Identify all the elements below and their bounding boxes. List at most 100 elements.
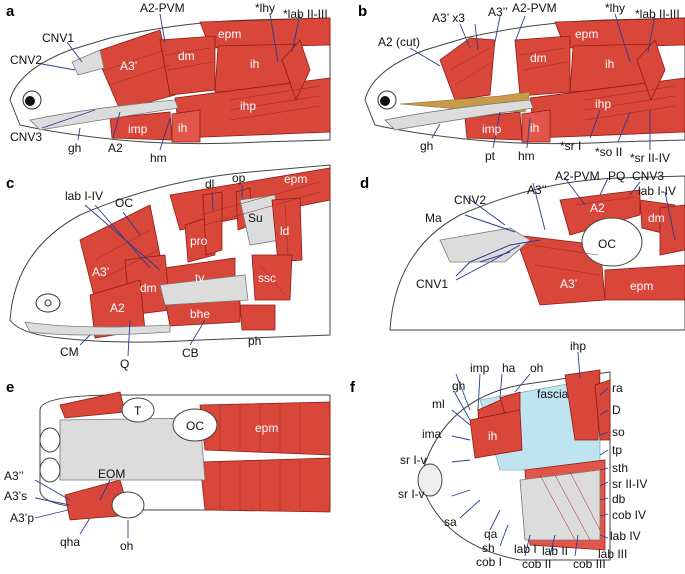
panel-f-sh-label: sh — [482, 541, 495, 555]
panel-b-a3x3-muscles — [439, 37, 496, 101]
panel-b-ih-top-label: ih — [605, 57, 614, 71]
panel-c-ssc-label: ssc — [258, 271, 276, 285]
panel-b-leader-lines — [409, 13, 656, 150]
panel-f: f ihp imp ha oh gh fascia ra ml D ima ih… — [350, 339, 647, 571]
panel-d-a2pvm-label: A2-PVM — [555, 169, 600, 183]
panel-f-qa-label: qa — [484, 527, 498, 541]
panel-b-gh-label: gh — [420, 139, 433, 153]
panel-f-labIII-label: lab III — [598, 547, 627, 561]
panel-a: a CNV1 CNV2 CNV3 A2-PVM *lhy *lab II-III… — [6, 1, 331, 165]
panel-b-a2pvm-label: A2-PVM — [512, 1, 557, 15]
panel-c-label: c — [6, 175, 14, 192]
panel-d: d A2-PVM PQ CNV3 A3’’ lab I-IV CNV2 A2 d… — [360, 169, 685, 331]
panel-c-op-label: op — [232, 171, 246, 185]
panel-d-cnv1-label: CNV1 — [416, 277, 448, 291]
panel-d-label: d — [360, 175, 369, 192]
panel-e-t-label: T — [134, 404, 142, 418]
panel-a-muscle-fibers — [104, 47, 321, 121]
panel-f-eye — [417, 463, 443, 497]
panel-c-ld-label: ld — [280, 224, 289, 238]
panel-e-a3s-label: A3’s — [4, 489, 27, 503]
panel-d-cnv2-label: CNV2 — [454, 193, 486, 207]
panel-b-pt-label: pt — [485, 149, 496, 163]
panel-e-label: e — [6, 379, 14, 396]
panel-a-lhy-label: *lhy — [255, 1, 275, 15]
panel-c-ld-muscle — [271, 197, 303, 263]
panel-d-oc-label: OC — [598, 237, 616, 251]
panel-d-cnv-nerves — [464, 214, 541, 263]
panel-d-epm-label: epm — [630, 279, 653, 293]
panel-e: e T OC epm A3’’ EOM A3’s A3’p qha oh lab… — [4, 379, 331, 553]
panel-a-cnv3-label: CNV3 — [10, 130, 42, 144]
panel-f-gill-arches — [519, 469, 601, 541]
panel-e-leader-lines — [34, 479, 129, 538]
panel-b-hm-label: hm — [518, 149, 535, 163]
panel-e-eye-left-2 — [39, 457, 61, 483]
panel-e-oc — [172, 408, 218, 442]
panel-c-oc-label: OC — [115, 196, 133, 210]
panel-d-skull — [439, 227, 531, 263]
panel-a-jaw — [29, 99, 179, 131]
panel-a-a2pvm-label: A2-PVM — [140, 1, 185, 15]
panel-a-hm-label: hm — [150, 151, 167, 165]
panel-e-skull — [59, 417, 206, 481]
panel-a-gh-label: gh — [68, 141, 81, 155]
panel-c-cb-arches — [159, 274, 249, 306]
panel-a-dm-label: dm — [178, 49, 195, 63]
panel-f-ra-muscle — [594, 379, 611, 441]
panel-c-cm-label: CM — [60, 345, 79, 359]
panel-f-ih-label: ih — [488, 429, 497, 443]
panel-b-label: b — [358, 3, 367, 20]
panel-f-label: f — [350, 379, 356, 396]
panel-b-srI-label: *sr I — [560, 139, 581, 153]
panel-f-d-label: D — [612, 403, 621, 417]
panel-f-oh-label: oh — [530, 361, 543, 375]
panel-d-a3pp-label: A3’’ — [527, 183, 547, 197]
panel-f-cobIII-label: cob III — [573, 557, 606, 571]
panel-e-oh-label: oh — [120, 539, 133, 553]
panel-a-pupil — [25, 96, 35, 106]
panel-c-cb-label: CB — [182, 346, 199, 360]
panel-a-imp-label: imp — [128, 122, 148, 136]
panel-d-cnv3-label: CNV3 — [632, 169, 664, 183]
panel-c-muscle-fibers — [94, 181, 321, 296]
panel-c-a3-label: A3’ — [92, 265, 109, 279]
panel-d-muscle-fibers — [529, 196, 636, 276]
panel-f-tp-label: tp — [612, 443, 622, 457]
panel-f-db-label: db — [612, 492, 626, 506]
panel-c-bhe-label: bhe — [190, 307, 210, 321]
panel-b-epm-label: epm — [575, 27, 598, 41]
panel-c-jaw — [24, 321, 171, 336]
panel-a-epm-label: epm — [218, 27, 241, 41]
panel-a-a3-label: A3’ — [120, 59, 137, 73]
panel-f-labIV-label: lab IV — [610, 529, 641, 543]
panel-a-label: a — [6, 3, 15, 20]
panel-b-lab23-label: *lab II-III — [635, 7, 680, 21]
panel-b-srIIIV-label: *sr II-IV — [630, 151, 670, 165]
panel-c-su-label: Su — [248, 211, 263, 225]
panel-b-soII-label: *so II — [595, 145, 622, 159]
panel-b-a2cut-label: A2 (cut) — [378, 35, 420, 49]
panel-f-srIv2-label: sr I-v — [398, 487, 425, 501]
panel-f-ha-label: ha — [502, 361, 516, 375]
panel-f-imp-label: imp — [470, 361, 490, 375]
panel-d-labIIV-label: lab I-IV — [638, 184, 676, 198]
panel-a-a3-muscle — [94, 29, 176, 111]
panel-d-a2-label: A2 — [590, 201, 605, 215]
panel-b-ih-bottom-muscle — [521, 109, 551, 143]
panel-a-cnv1-area — [71, 49, 105, 76]
panel-c-dl-label: dl — [205, 177, 214, 191]
panel-f-leader-lines — [451, 351, 609, 557]
panel-f-cobI-label: cob I — [476, 555, 502, 569]
panel-b-jaw — [384, 99, 534, 131]
panel-d-a2-muscle — [559, 189, 641, 236]
panel-e-eom-label: EOM — [98, 467, 125, 481]
panel-b-a3pp-label: A3’’ — [488, 5, 508, 19]
panel-a-lab-muscles — [281, 39, 311, 102]
panel-e-labIIV-label: lab I-IV — [145, 489, 183, 503]
panel-f-cobIV-label: cob IV — [612, 508, 646, 522]
panel-f-so-label: so — [612, 425, 625, 439]
panel-e-t — [121, 397, 155, 423]
panel-f-fascia-label: fascia — [537, 387, 569, 401]
